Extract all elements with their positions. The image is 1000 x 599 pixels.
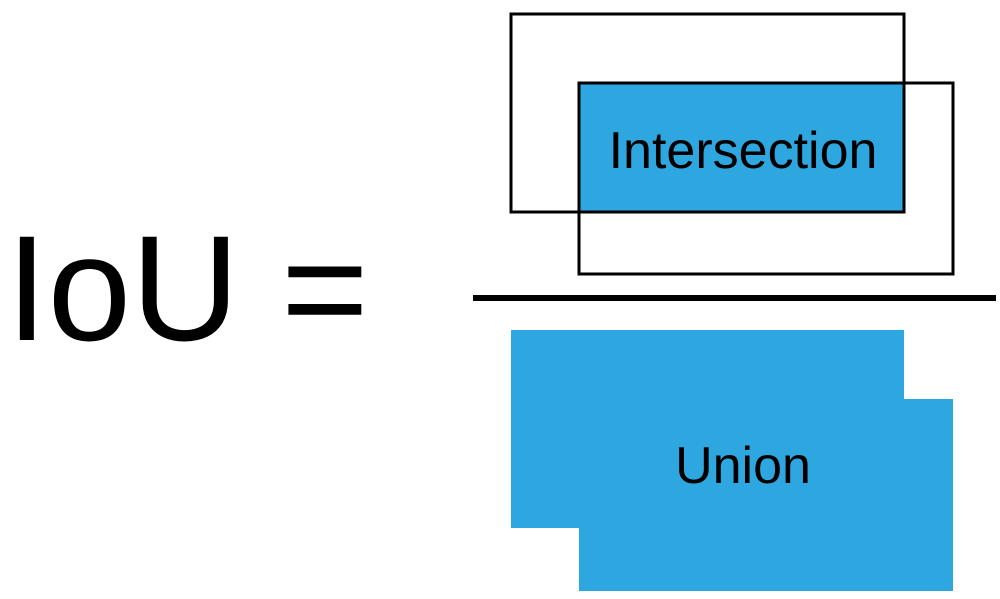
intersection-label: Intersection [609, 122, 878, 180]
box-a-outline [509, 12, 906, 214]
union-region [511, 330, 953, 591]
box-b-outline [577, 81, 955, 276]
denominator-diagram: Union [511, 330, 953, 591]
iou-equals-label: IoU = [6, 204, 369, 372]
union-label: Union [675, 437, 811, 495]
numerator-diagram: Intersection [509, 12, 955, 276]
intersection-region [579, 83, 904, 212]
